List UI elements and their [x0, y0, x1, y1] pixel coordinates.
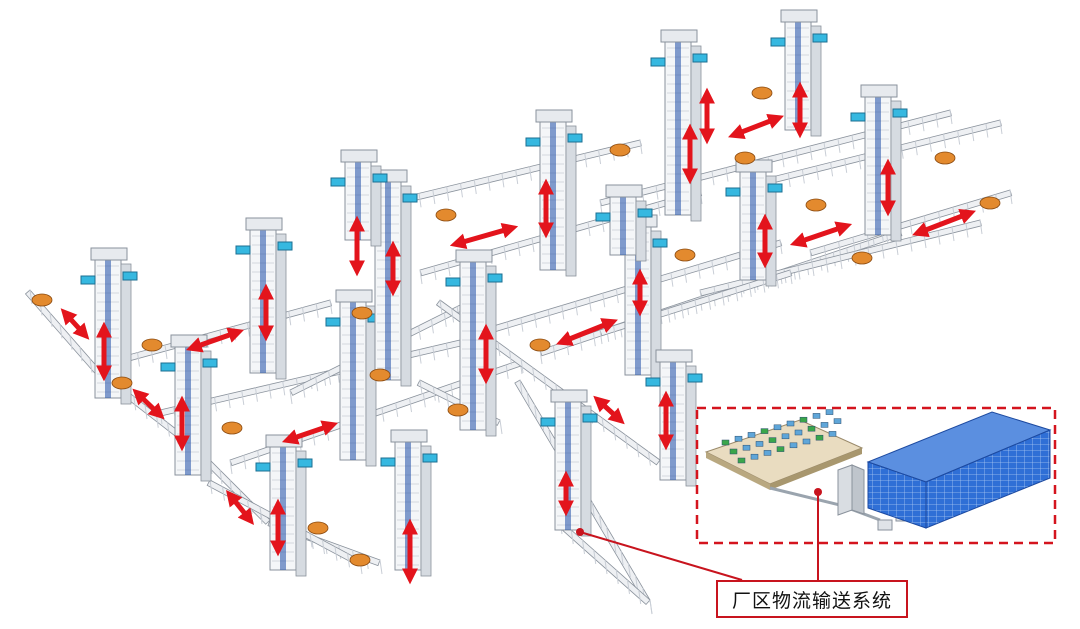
- movement-arrow-group: [60, 81, 976, 585]
- inset-factory-overview: [695, 406, 1057, 545]
- orange-turntable-icon: [609, 143, 631, 157]
- screen-icon: [372, 173, 388, 183]
- orange-turntable-icon: [851, 251, 873, 265]
- callout-label-box: 厂区物流输送系统: [716, 580, 908, 618]
- screen-icon: [650, 57, 666, 67]
- screen-icon: [80, 275, 96, 285]
- double-headed-arrow-icon: [912, 208, 976, 238]
- turntable-group: [31, 86, 1001, 567]
- orange-turntable-icon: [221, 421, 243, 435]
- vertical-lift-tower: [540, 389, 598, 537]
- double-headed-arrow-icon: [60, 308, 90, 340]
- screen-icon: [202, 358, 218, 368]
- double-headed-arrow-icon: [185, 327, 245, 353]
- screen-icon: [645, 377, 661, 387]
- screen-icon: [540, 417, 556, 427]
- screen-icon: [770, 37, 786, 47]
- control-cabinet-icon: [837, 464, 865, 516]
- orange-turntable-icon: [805, 198, 827, 212]
- screen-icon: [582, 413, 598, 423]
- orange-turntable-icon: [435, 208, 457, 222]
- double-headed-arrow-icon: [556, 318, 618, 346]
- double-headed-arrow-icon: [132, 388, 165, 420]
- orange-turntable-icon: [31, 293, 53, 307]
- screen-icon: [422, 453, 438, 463]
- screen-icon: [595, 212, 611, 222]
- orange-turntable-icon: [111, 376, 133, 390]
- orange-turntable-icon: [141, 338, 163, 352]
- vertical-lift-tower: [255, 434, 313, 577]
- orange-turntable-icon: [369, 368, 391, 382]
- screen-icon: [687, 373, 703, 383]
- screen-icon: [277, 241, 293, 251]
- screen-icon: [767, 183, 783, 193]
- orange-turntable-icon: [979, 196, 1001, 210]
- orange-turntable-icon: [751, 86, 773, 100]
- double-headed-arrow-icon: [728, 113, 784, 140]
- screen-icon: [525, 137, 541, 147]
- screen-icon: [725, 187, 741, 197]
- screen-icon: [445, 277, 461, 287]
- callout-leader-lines: [576, 488, 822, 581]
- factory-floor-icon: [704, 409, 864, 490]
- warehouse-rack-icon: [866, 411, 1052, 529]
- double-headed-arrow-icon: [449, 222, 519, 250]
- orange-turntable-icon: [351, 306, 373, 320]
- callout-label-text: 厂区物流输送系统: [731, 589, 892, 612]
- orange-turntable-icon: [447, 403, 469, 417]
- screen-icon: [637, 208, 653, 218]
- orange-turntable-icon: [349, 553, 371, 567]
- vertical-lift-tower: [850, 84, 908, 242]
- screen-icon: [487, 273, 503, 283]
- screen-icon: [850, 112, 866, 122]
- screen-icon: [235, 245, 251, 255]
- screen-icon: [692, 53, 708, 63]
- orange-turntable-icon: [934, 151, 956, 165]
- screen-icon: [325, 317, 341, 327]
- screen-icon: [297, 458, 313, 468]
- vertical-lift-tower: [650, 29, 708, 222]
- screen-icon: [255, 462, 271, 472]
- orange-turntable-icon: [307, 521, 329, 535]
- screen-icon: [567, 133, 583, 143]
- vertical-lift-tower: [525, 109, 583, 277]
- screen-icon: [160, 362, 176, 372]
- screen-icon: [402, 193, 418, 203]
- screen-icon: [892, 108, 908, 118]
- vertical-lift-tower: [725, 159, 783, 287]
- orange-turntable-icon: [529, 338, 551, 352]
- screen-icon: [812, 33, 828, 43]
- vertical-lift-tower: [325, 289, 383, 467]
- double-headed-arrow-icon: [593, 395, 625, 425]
- double-headed-arrow-icon: [789, 221, 853, 248]
- screen-icon: [380, 457, 396, 467]
- double-headed-arrow-icon: [226, 490, 254, 525]
- double-headed-arrow-icon: [281, 420, 339, 445]
- orange-turntable-icon: [674, 248, 696, 262]
- screen-icon: [330, 177, 346, 187]
- vertical-lift-tower: [595, 184, 653, 262]
- screen-icon: [652, 238, 668, 248]
- orange-turntable-icon: [734, 151, 756, 165]
- screen-icon: [122, 271, 138, 281]
